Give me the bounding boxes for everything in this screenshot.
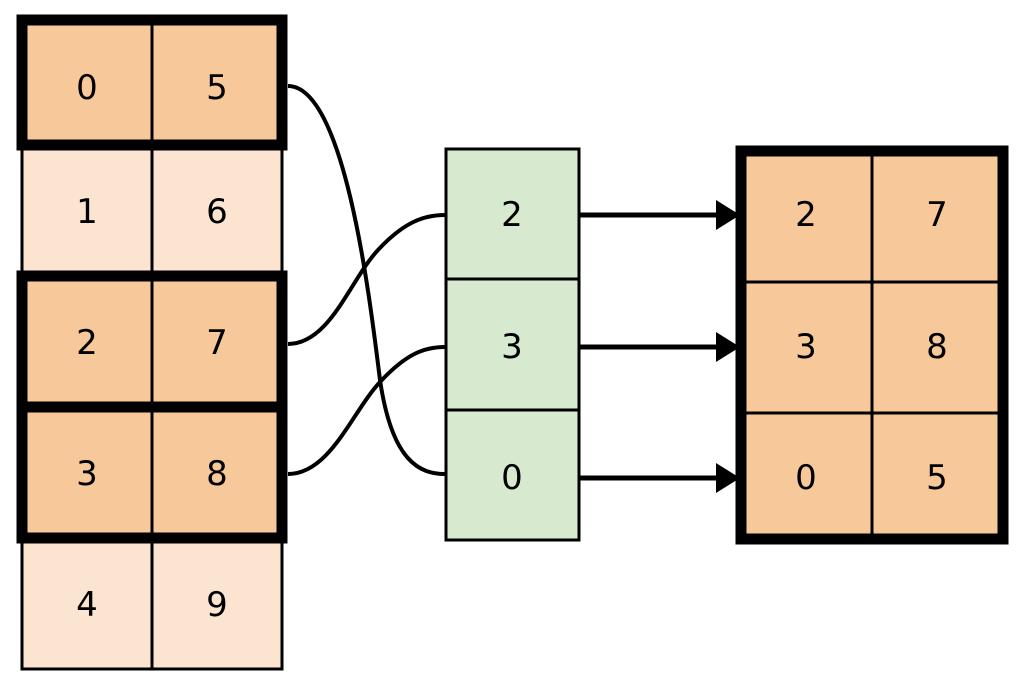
source-cell-r2c0: 2 [76,323,98,363]
arrow-group [580,200,740,493]
source-cell-r0c0-bg [22,20,152,145]
result-array-table: 2 7 3 8 0 5 [735,145,1009,545]
index-array-column: 2 3 0 [444,147,581,542]
source-cell-r1c1: 6 [206,192,228,232]
source-highlight-row0 [16,14,288,151]
source-cell-r3c0-bg [22,407,152,538]
arrow-index-1-to-result-row1 [580,332,740,362]
index-cell-0-bg [446,149,579,279]
connector-source-row3-to-index-1 [287,345,446,476]
connector-source-row0-to-index-2 [287,84,446,476]
index-cell-0: 2 [501,195,523,235]
arrow-index-2-to-result-row2 [580,463,740,493]
result-cell-r2c0-bg [741,413,872,539]
source-cell-r4c0-bg [22,538,152,669]
result-thin-grid [741,151,1003,539]
source-array-table: 0 5 1 6 2 7 3 8 4 9 [16,14,288,671]
result-cell-r1c0-bg [741,282,872,413]
result-cell-r1c1: 8 [926,327,948,367]
source-cell-r4c1-bg [152,538,282,669]
source-cell-r4c0: 4 [76,585,98,625]
source-cell-r2c1: 7 [206,323,228,363]
index-cell-1-bg [446,279,579,410]
index-cell-2: 0 [501,458,523,498]
result-cell-r2c1: 5 [926,458,948,498]
result-cell-r1c1-bg [872,282,1003,413]
result-cell-r0c0-bg [741,151,872,282]
arrow-index-0-to-result-row0 [580,200,740,230]
result-cell-r1c0: 3 [795,327,817,367]
index-cell-1: 3 [501,327,523,367]
source-cell-r3c1-bg [152,407,282,538]
source-cell-r0c0: 0 [76,68,98,108]
result-cell-r0c1-bg [872,151,1003,282]
source-cell-r1c0: 1 [76,192,98,232]
index-cell-2-bg [446,410,579,540]
source-cell-r1c1-bg [152,145,282,276]
source-cell-r4c1: 9 [206,585,228,625]
source-cell-r0c1-bg [152,20,282,145]
result-cell-r2c1-bg [872,413,1003,539]
result-outer-border [735,145,1009,545]
result-cell-r0c0: 2 [795,195,817,235]
result-cell-r0c1: 7 [926,195,948,235]
connector-group [287,84,446,476]
connector-source-row2-to-index-0 [287,213,446,346]
index-thin-grid [444,147,581,542]
source-cell-r2c0-bg [22,276,152,407]
source-cell-r1c0-bg [22,145,152,276]
source-cell-r3c1: 8 [206,454,228,494]
result-cell-r2c0: 0 [795,458,817,498]
source-cell-r2c1-bg [152,276,282,407]
source-cell-r0c1: 5 [206,68,228,108]
source-cell-r3c0: 3 [76,454,98,494]
